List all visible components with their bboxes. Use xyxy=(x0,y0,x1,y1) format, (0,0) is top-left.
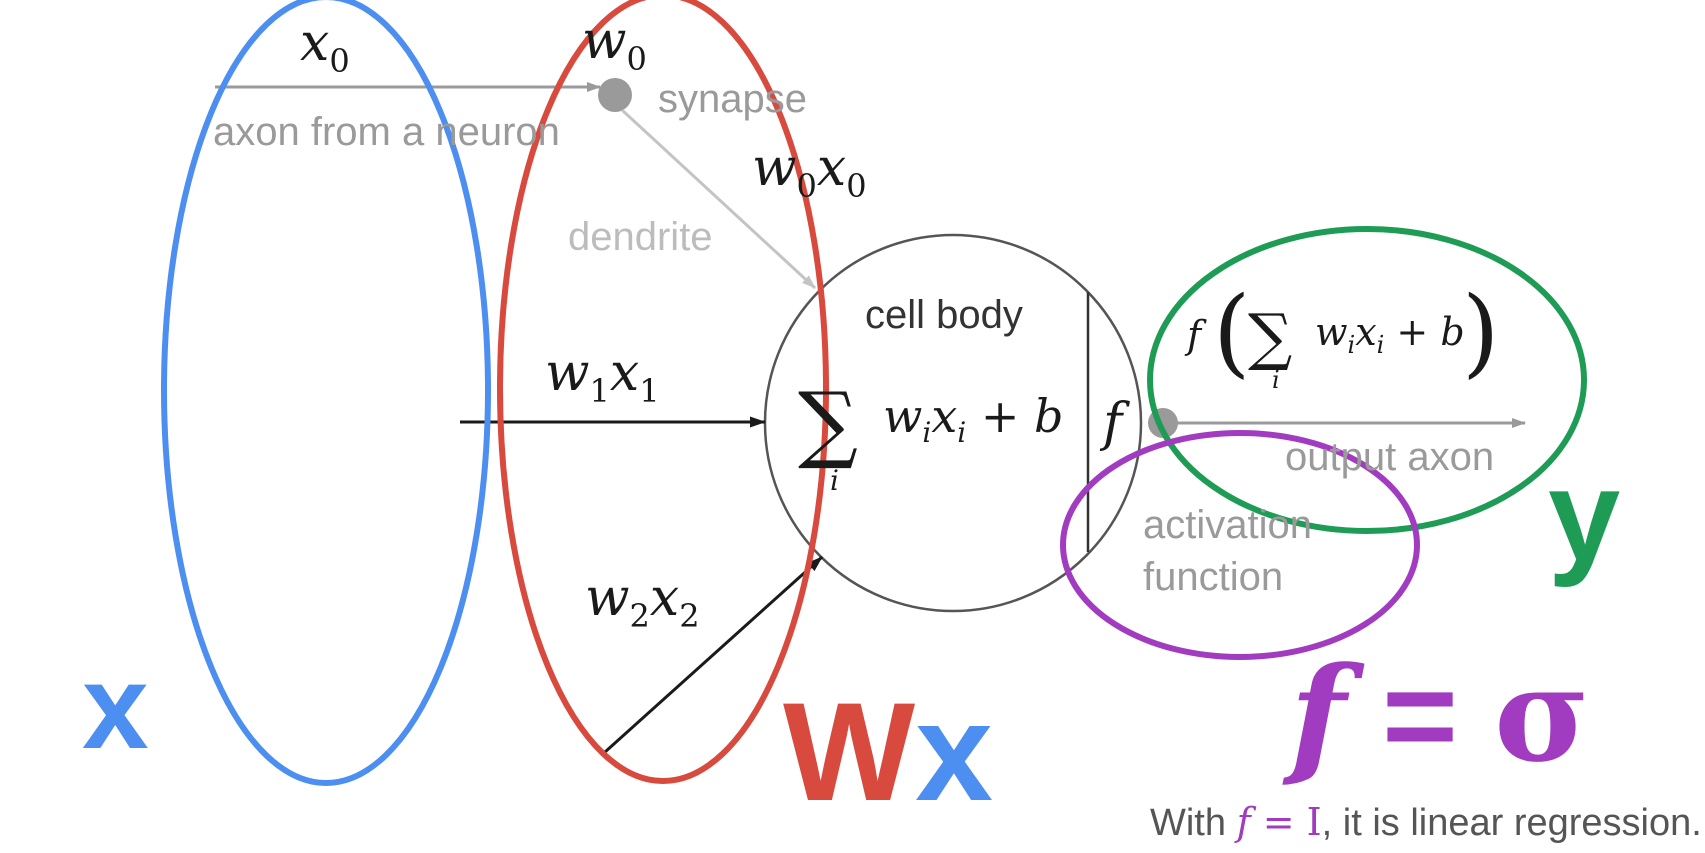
x0-label: x0 xyxy=(300,13,350,80)
sum-index: i xyxy=(830,464,839,497)
output-sum: ∑ xyxy=(1248,300,1292,373)
wx-ellipse xyxy=(497,0,829,784)
output-f: f xyxy=(1184,313,1207,357)
y-ellipse xyxy=(1147,226,1587,534)
f-sigma-annotation: f = σ xyxy=(1282,638,1590,791)
synapse-label: synapse xyxy=(658,77,807,121)
y-annotation: y xyxy=(1548,442,1620,588)
f-in-cell: f xyxy=(1099,393,1130,453)
synapse-dot xyxy=(598,78,632,112)
x-annotation: x xyxy=(82,640,149,774)
wx-annotation: Wx xyxy=(783,673,993,830)
output-index: i xyxy=(1272,366,1280,394)
footnote: With f = I, it is linear regression. xyxy=(1150,800,1702,844)
activation-ellipse xyxy=(1060,430,1420,660)
output-open-paren: ( xyxy=(1213,276,1250,388)
sum-expression: wixi + b xyxy=(883,389,1064,449)
output-axon-label: output axon xyxy=(1285,435,1494,479)
output-close-paren: ) xyxy=(1462,276,1499,388)
cell-body-label: cell body xyxy=(865,293,1023,337)
w1x1-label: w1x1 xyxy=(545,343,660,410)
input-arrow-2 xyxy=(603,555,824,754)
x-ellipse xyxy=(161,0,491,786)
axon-label: axon from a neuron xyxy=(213,110,560,154)
w0-label: w0 xyxy=(582,11,647,78)
activation-label-line2: function xyxy=(1143,555,1283,599)
sum-symbol: ∑ xyxy=(798,374,858,472)
w2x2-label: w2x2 xyxy=(585,568,700,635)
dendrite-label: dendrite xyxy=(568,215,713,259)
output-expression: wixi + b xyxy=(1315,310,1465,359)
activation-label-line1: activation xyxy=(1143,503,1312,547)
dendrite-line xyxy=(620,108,817,290)
w0x0-label: w0x0 xyxy=(752,138,867,205)
